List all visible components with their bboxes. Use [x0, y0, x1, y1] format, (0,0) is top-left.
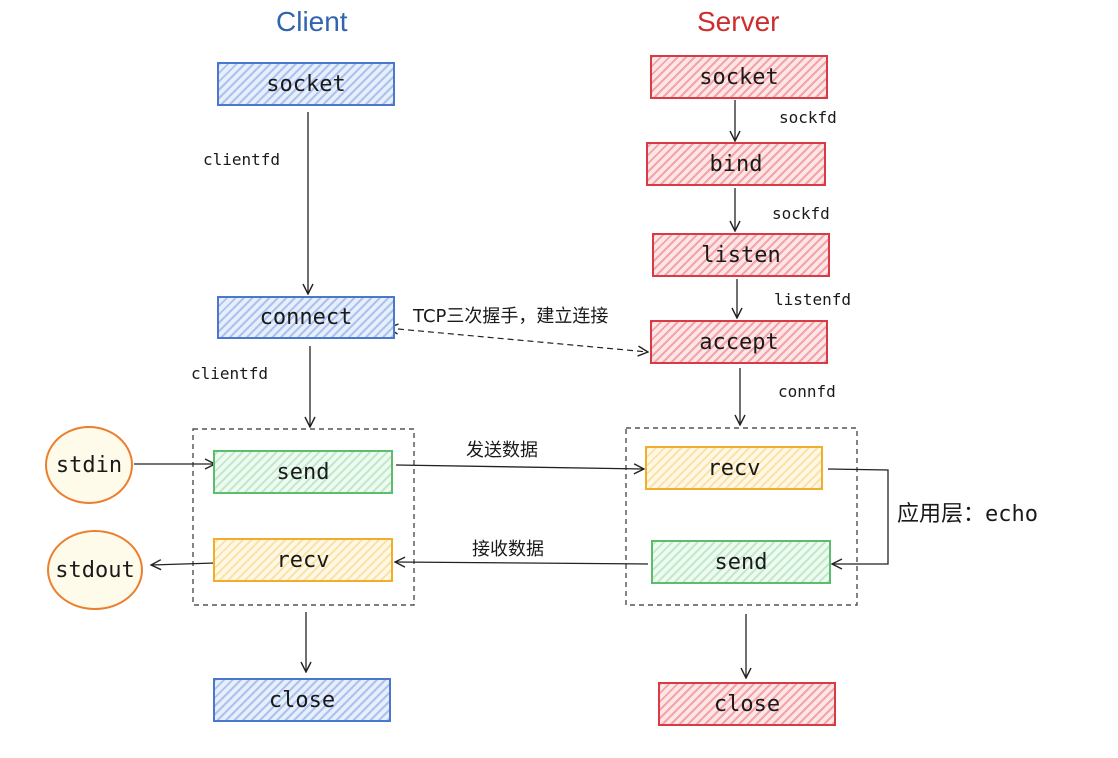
- server-title: Server: [697, 6, 780, 37]
- app-layer-prefix: 应用层：: [897, 502, 986, 527]
- recv-to-stdout-arrow: [151, 563, 216, 565]
- client-connect-box: connect: [217, 296, 395, 339]
- server-connfd-label: connfd: [778, 382, 836, 401]
- client-socket-box: socket: [217, 62, 395, 106]
- server-listenfd-label: listenfd: [774, 290, 852, 309]
- server-sockfd-label-1: sockfd: [779, 108, 837, 127]
- recv-data-arrow: [395, 562, 649, 564]
- stdout-node: stdout: [47, 530, 143, 610]
- send-data-label: 发送数据: [466, 440, 538, 461]
- client-title: Client: [276, 6, 348, 37]
- client-close-box: close: [213, 678, 391, 722]
- server-sockfd-label-2: sockfd: [772, 204, 830, 223]
- server-socket-box: socket: [650, 55, 828, 99]
- client-fd-label-1: clientfd: [203, 150, 281, 169]
- app-layer-echo: echo: [985, 502, 1038, 527]
- server-send-box: send: [651, 540, 831, 584]
- echo-loop-arrow: [827, 468, 889, 564]
- handshake-label: TCP三次握手，建立连接: [413, 306, 609, 327]
- app-layer-label: 应用层：echo: [897, 496, 1038, 528]
- handshake-arrow: [398, 329, 648, 352]
- stdin-node: stdin: [45, 426, 133, 504]
- server-bind-box: bind: [646, 142, 826, 186]
- server-io-group: [625, 427, 858, 606]
- client-send-box: send: [213, 450, 393, 494]
- recv-data-label: 接收数据: [472, 539, 544, 560]
- server-accept-box: accept: [650, 320, 828, 364]
- server-recv-box: recv: [645, 446, 823, 490]
- server-listen-box: listen: [652, 233, 830, 277]
- client-io-group: [192, 428, 415, 606]
- client-fd-label-2: clientfd: [191, 364, 269, 383]
- server-close-box: close: [658, 682, 836, 726]
- send-data-arrow: [395, 465, 644, 469]
- client-recv-box: recv: [213, 538, 393, 582]
